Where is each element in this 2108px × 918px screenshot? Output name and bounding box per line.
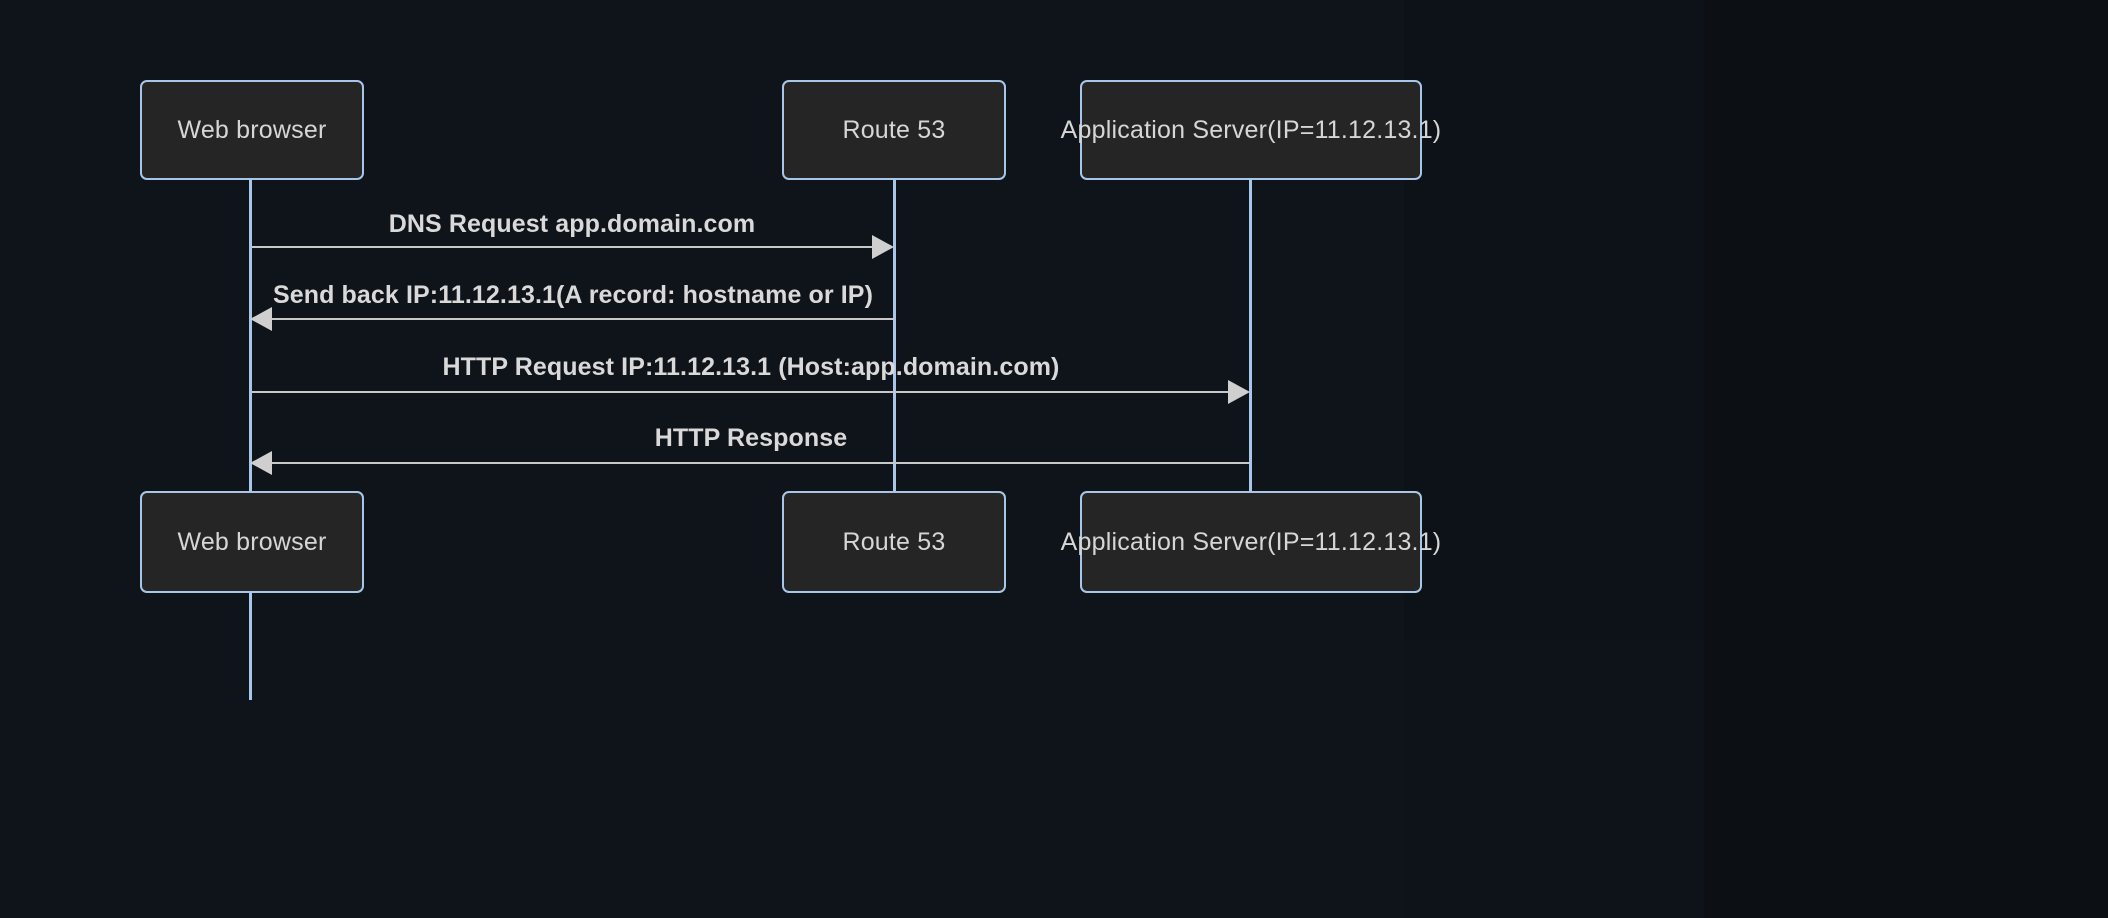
participant-box-appserver-top[interactable]: Application Server(IP=11.12.13.1): [1061, 80, 1441, 180]
participant-box-browser-top[interactable]: Web browser: [140, 80, 364, 180]
message-label-http-request: HTTP Request IP:11.12.13.1 (Host:app.dom…: [442, 353, 1060, 381]
participant-label-route53-bottom: Route 53: [842, 527, 946, 556]
message-label-http-response: HTTP Response: [654, 424, 848, 452]
arrow-head-http-response: [250, 451, 272, 475]
participant-label-browser-bottom: Web browser: [177, 527, 327, 556]
message-label-dns-request: DNS Request app.domain.com: [388, 210, 756, 238]
message-line-http-response: [252, 462, 1250, 464]
background-panel-right-bottom: [1404, 640, 1704, 918]
background-panel-right-top: [1404, 0, 1704, 640]
participant-box-appserver-bottom[interactable]: Application Server(IP=11.12.13.1): [1061, 491, 1441, 593]
participant-box-route53-bottom[interactable]: Route 53: [782, 491, 1006, 593]
participant-box-route53-top[interactable]: Route 53: [782, 80, 1006, 180]
message-label-send-back-ip: Send back IP:11.12.13.1(A record: hostna…: [272, 281, 874, 309]
participant-label-appserver-bottom: Application Server(IP=11.12.13.1): [1060, 527, 1442, 556]
arrow-head-http-request: [1228, 380, 1250, 404]
participant-label-appserver-top: Application Server(IP=11.12.13.1): [1060, 115, 1442, 144]
arrow-head-send-back-ip: [250, 307, 272, 331]
participant-label-route53-top: Route 53: [842, 115, 946, 144]
message-line-http-request: [252, 391, 1242, 393]
participant-label-browser-top: Web browser: [177, 115, 327, 144]
participant-box-browser-bottom[interactable]: Web browser: [140, 491, 364, 593]
message-line-send-back-ip: [252, 318, 894, 320]
message-line-dns-request: [252, 246, 886, 248]
